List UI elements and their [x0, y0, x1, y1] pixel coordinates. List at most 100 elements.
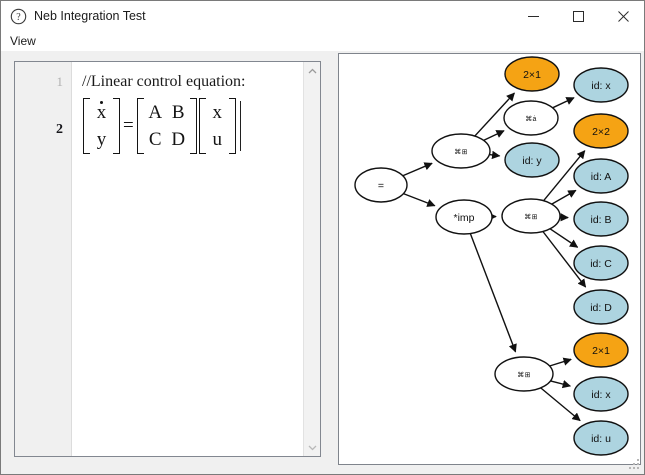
resize-grip[interactable]	[629, 459, 641, 471]
graph-edge	[540, 387, 581, 422]
node-shape	[573, 158, 629, 194]
graph-edge	[550, 380, 572, 389]
node-shape	[573, 245, 629, 281]
graph-node-eq[interactable]: =	[354, 167, 408, 203]
node-shape	[573, 289, 629, 325]
maximize-icon	[573, 10, 584, 22]
graph-edge	[489, 150, 501, 160]
expression-graph: = ⌘⊞ *imp ⌘ȧ 2×1 id: y id: x ⌘⊞ 2×2 id: A id: B id:…	[354, 56, 629, 456]
editor-document[interactable]: //Linear control equation: x y =	[72, 62, 303, 456]
node-label: id: B	[590, 214, 611, 226]
graph-node-idB[interactable]: id: B	[573, 201, 629, 237]
node-label: id: y	[522, 155, 542, 167]
graph-node-idx1[interactable]: id: x	[573, 67, 629, 103]
coefficient-matrix: A B C D	[136, 98, 197, 154]
matrix-cell-d: D	[171, 129, 186, 150]
graph-edge	[552, 97, 575, 109]
scroll-down-arrow-icon[interactable]	[304, 439, 320, 455]
matrix-cell-b: B	[171, 102, 185, 123]
graph-node-idy[interactable]: id: y	[504, 142, 560, 178]
matrix-equation: x y = A B C	[82, 98, 241, 154]
node-label: 2×1	[523, 69, 541, 81]
graph-edge	[474, 92, 515, 137]
graph-node-dim22[interactable]: 2×2	[573, 113, 629, 149]
state-cell-x: x	[212, 102, 222, 123]
equation-editor-pane[interactable]: 1 2 //Linear control equation: x y =	[14, 61, 321, 457]
graph-node-idC[interactable]: id: C	[573, 245, 629, 281]
text-cursor	[239, 101, 241, 151]
graph-node-adot[interactable]: ⌘ȧ	[503, 100, 559, 136]
graph-node-imp[interactable]: *imp	[435, 199, 493, 235]
graph-edge	[402, 162, 433, 177]
comment-text: //Linear control equation:	[82, 73, 246, 90]
lhs-cell-xdot: x	[90, 99, 113, 126]
graph-node-mat3[interactable]: ⌘⊞	[494, 356, 554, 392]
node-label: *imp	[453, 212, 474, 224]
node-shape	[573, 376, 629, 412]
minimize-button[interactable]	[511, 1, 556, 31]
main-content: 1 2 //Linear control equation: x y =	[1, 51, 644, 474]
line-number-1: 1	[56, 74, 64, 89]
graph-edge	[542, 231, 587, 288]
line-number-2: 2	[56, 122, 63, 137]
graph-node-mat2[interactable]: ⌘⊞	[501, 198, 561, 234]
graph-node-idD[interactable]: id: D	[573, 289, 629, 325]
graph-edges	[402, 92, 587, 422]
node-label: id: x	[591, 80, 611, 92]
svg-text:?: ?	[16, 12, 21, 23]
graph-node-dim21b[interactable]: 2×1	[573, 332, 629, 368]
node-shape	[354, 167, 408, 203]
close-button[interactable]	[601, 1, 644, 31]
graph-node-idA[interactable]: id: A	[573, 158, 629, 194]
graph-node-idu[interactable]: id: u	[573, 420, 629, 456]
node-shape	[573, 332, 629, 368]
node-label: ⌘⊞	[454, 148, 467, 156]
lhs-cell-y: y	[96, 129, 107, 150]
scroll-up-arrow-icon[interactable]	[304, 63, 320, 79]
graph-nodes: = ⌘⊞ *imp ⌘ȧ 2×1 id: y id: x ⌘⊞ 2×2 id: A id: B id:…	[354, 56, 629, 456]
node-label: id: A	[591, 171, 611, 183]
node-label: 2×2	[592, 126, 610, 138]
state-vector: x u	[198, 98, 236, 154]
lhs-vector: x y	[83, 98, 120, 154]
node-label: id: x	[591, 389, 611, 401]
window-title: Neb Integration Test	[34, 9, 146, 23]
graph-edge	[403, 192, 436, 207]
node-shape	[494, 356, 554, 392]
graph-edge	[551, 189, 577, 205]
title-bar: ? Neb Integration Test	[1, 1, 644, 31]
editor-vertical-scrollbar[interactable]	[303, 62, 320, 456]
node-label: ⌘ȧ	[525, 115, 537, 123]
node-shape	[501, 198, 561, 234]
maximize-button[interactable]	[556, 1, 601, 31]
state-cell-u: u	[212, 129, 222, 150]
node-shape	[573, 420, 629, 456]
node-shape	[573, 113, 629, 149]
graph-edge	[469, 233, 517, 353]
graph-edge	[549, 357, 572, 367]
node-shape	[504, 56, 560, 92]
graph-edge	[543, 150, 586, 202]
node-shape	[435, 199, 493, 235]
minimize-icon	[528, 15, 539, 17]
close-icon	[618, 10, 629, 22]
node-label: id: u	[591, 433, 611, 445]
node-shape	[573, 67, 629, 103]
help-circle-icon: ?	[10, 8, 27, 24]
node-shape	[431, 133, 491, 169]
graph-node-mat1[interactable]: ⌘⊞	[431, 133, 491, 169]
menu-item-view[interactable]: View	[10, 33, 36, 48]
graph-edge	[483, 130, 505, 141]
graph-node-idx2[interactable]: id: x	[573, 376, 629, 412]
matrix-cell-a: A	[148, 102, 163, 123]
node-label: =	[378, 180, 384, 192]
node-label: id: C	[590, 258, 612, 270]
node-label: 2×1	[592, 345, 610, 357]
graph-edge	[549, 228, 579, 248]
graph-node-dim21a[interactable]: 2×1	[504, 56, 560, 92]
menu-bar: View	[1, 31, 644, 51]
window-controls	[511, 1, 644, 31]
node-label: ⌘⊞	[524, 213, 537, 221]
ast-graph-pane[interactable]: = ⌘⊞ *imp ⌘ȧ 2×1 id: y id: x ⌘⊞ 2×2 id: A id: B id:…	[338, 53, 641, 465]
